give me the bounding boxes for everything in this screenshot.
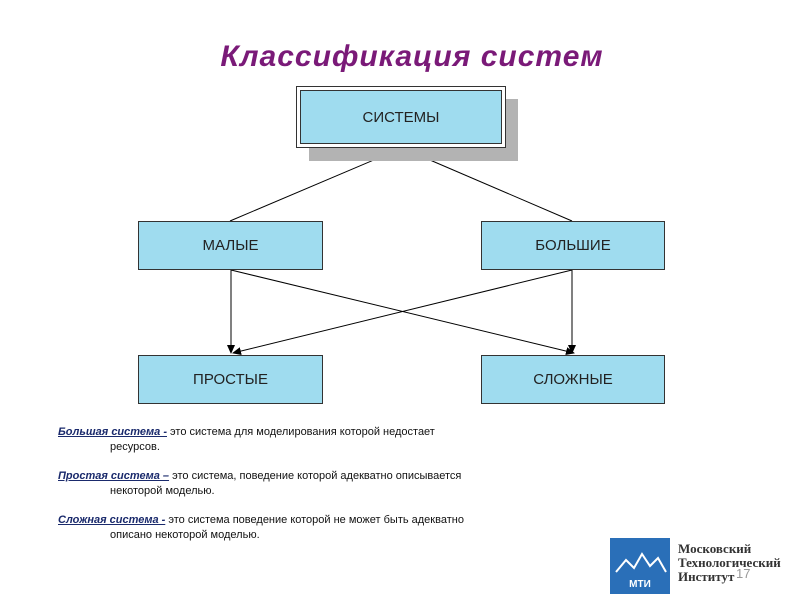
mountains-icon: МТИ — [615, 552, 667, 590]
node-simple: ПРОСТЫЕ — [138, 355, 323, 404]
logo-text: Московский Технологический Институт — [678, 542, 781, 584]
definition-continuation: ресурсов. — [110, 441, 160, 453]
definition-term: Сложная система - — [58, 514, 166, 526]
arrow-large-simple — [232, 269, 573, 355]
slide-title: Классификация систем — [220, 40, 604, 73]
logo-line: Московский — [678, 541, 752, 556]
node-small: МАЛЫЕ — [138, 221, 323, 270]
node-systems: СИСТЕМЫ — [300, 90, 502, 144]
definition-complex: Сложная система - это система поведение … — [58, 513, 538, 543]
logo-line: Институт — [678, 569, 735, 584]
page-number: 17 — [736, 566, 751, 581]
definition-text: это система поведение которой не может б… — [165, 514, 464, 526]
definition-simple: Простая система – это система, поведение… — [58, 469, 538, 499]
definition-continuation: описано некоторой моделью. — [110, 529, 260, 541]
definition-text: это система, поведение которой адекватно… — [169, 470, 462, 482]
institute-logo: МТИ Московский Технологический Институт — [610, 538, 790, 594]
definition-continuation: некоторой моделью. — [110, 485, 215, 497]
node-large: БОЛЬШИЕ — [481, 221, 665, 270]
definition-term: Большая система - — [58, 426, 167, 438]
logo-abbr: МТИ — [629, 579, 651, 590]
definition-large: Большая система - это система для модели… — [58, 425, 538, 455]
definition-term: Простая система – — [58, 470, 170, 482]
definition-text: это система для моделирования которой не… — [167, 426, 435, 438]
logo-line: Технологический — [678, 555, 781, 570]
node-complex: СЛОЖНЫЕ — [481, 355, 665, 404]
logo-mark: МТИ — [610, 538, 670, 594]
definitions: Большая система - это система для модели… — [58, 425, 538, 557]
